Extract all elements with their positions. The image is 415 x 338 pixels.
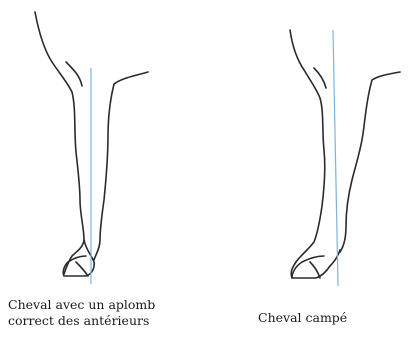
correct-leg-drawing (35, 12, 148, 284)
campe-leg-front-outline (290, 30, 325, 278)
campe-leg-drawing (290, 30, 400, 286)
campe-leg-caption: Cheval campé (258, 310, 347, 326)
campe-leg-hoof (292, 250, 340, 278)
campe-leg-caption-line-1: Cheval campé (258, 310, 347, 325)
correct-leg-hoof (63, 240, 94, 276)
correct-leg-back-outline (94, 72, 148, 260)
correct-leg-caption: Cheval avec un aplomb correct des antéri… (8, 297, 198, 329)
correct-leg-pastern-line (76, 262, 88, 276)
campe-leg-pastern-line (310, 262, 320, 278)
correct-leg-front-outline (35, 12, 84, 274)
correct-leg-caption-line-2: correct des antérieurs (8, 313, 198, 329)
correct-leg-elbow-outline (66, 62, 82, 86)
campe-leg-back-outline (340, 72, 400, 252)
campe-leg-elbow-outline (314, 68, 326, 88)
correct-leg-caption-line-1: Cheval avec un aplomb (8, 297, 198, 313)
campe-leg-plumb-line (333, 30, 338, 286)
